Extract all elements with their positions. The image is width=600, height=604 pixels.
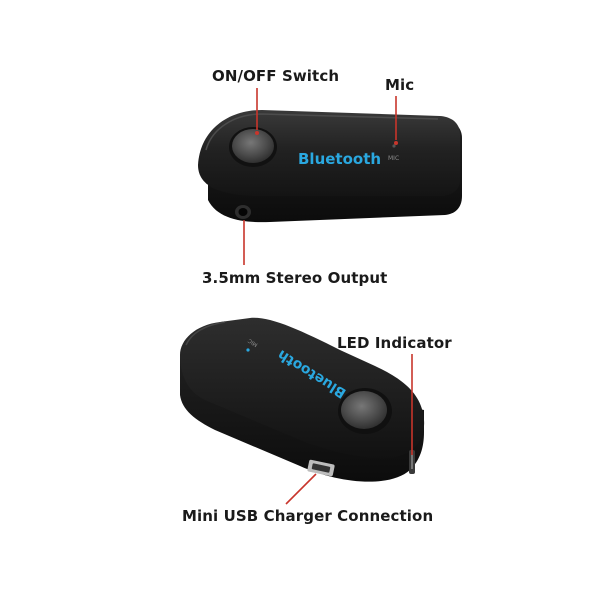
device-bottom-highlight (185, 321, 226, 346)
mic-hole-top (392, 144, 396, 148)
usb-port-icon (311, 463, 331, 473)
led-indicator-icon (411, 455, 413, 469)
label-on-off-switch: ON/OFF Switch (212, 67, 340, 85)
label-stereo-output: 3.5mm Stereo Output (202, 269, 388, 287)
label-mini-usb: Mini USB Charger Connection (182, 507, 434, 525)
pointer-usb (285, 473, 317, 505)
device-top-highlight (205, 113, 439, 151)
pointer-mic-dot (394, 141, 398, 145)
brand-text-top: Bluetooth (298, 150, 381, 168)
mic-hole-bottom (246, 348, 250, 352)
power-button-icon (232, 129, 274, 163)
power-button-bottom-icon (341, 391, 387, 429)
pointer-onoff-dot (255, 131, 259, 135)
label-mic: Mic (385, 76, 415, 94)
pointer-lines (243, 88, 413, 505)
mic-text-bottom: MIC (247, 337, 259, 348)
device-bottom: Bluetooth MIC (180, 317, 425, 482)
device-top: Bluetooth MIC (198, 110, 462, 223)
mic-text-top: MIC (388, 155, 399, 162)
audio-jack-icon (238, 208, 248, 216)
label-led-indicator: LED Indicator (337, 334, 452, 352)
